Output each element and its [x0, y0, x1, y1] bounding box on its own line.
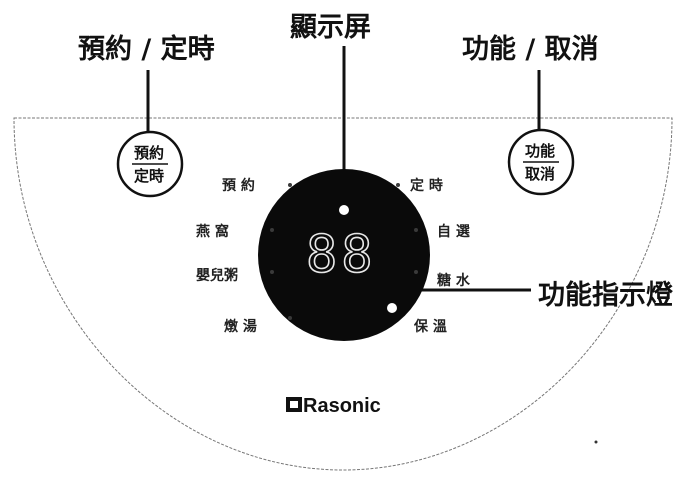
- display-digits: 88: [306, 225, 377, 285]
- indicator-dot-sweet-soup: [414, 270, 418, 274]
- callout-display-screen: 顯示屏: [290, 12, 371, 43]
- indicator-dot-stew-soup: [288, 316, 292, 320]
- indicator-dot-custom: [414, 228, 418, 232]
- mode-label-sweet-soup: 糖 水: [437, 272, 471, 289]
- indicator-dot-timer: [396, 183, 400, 187]
- indicator-lights: [270, 183, 418, 320]
- display-pointer-dot: [339, 205, 349, 215]
- display-circle: [258, 169, 430, 341]
- indicator-pointer-dot: [387, 303, 397, 313]
- brand-name: Rasonic: [303, 395, 381, 417]
- function-cancel-button-line2: 取消: [525, 165, 555, 183]
- reserve-timer-button-line1: 預約: [134, 144, 164, 162]
- mode-label-reserve: 預 約: [222, 177, 255, 194]
- indicator-dot-birds-nest: [270, 228, 274, 232]
- callout-function-cancel: 功能 / 取消: [462, 33, 599, 65]
- callout-reserve-timer: 預約 / 定時: [78, 33, 215, 65]
- function-cancel-button-line1: 功能: [525, 142, 555, 160]
- mode-label-baby-congee: 嬰兒粥: [196, 267, 238, 284]
- indicator-dot-baby-congee: [270, 270, 274, 274]
- mode-label-custom: 自 選: [437, 223, 470, 240]
- mode-label-timer: 定 時: [410, 177, 443, 194]
- reserve-timer-button[interactable]: 預約 定時: [116, 130, 184, 198]
- indicator-dot-reserve: [288, 183, 292, 187]
- mode-label-keep-warm: 保 溫: [413, 318, 447, 335]
- function-cancel-button[interactable]: 功能 取消: [507, 128, 575, 196]
- reserve-timer-button-line2: 定時: [134, 167, 164, 185]
- speck: [594, 440, 598, 444]
- mode-label-birds-nest: 燕 窩: [196, 223, 229, 240]
- callout-function-indicator: 功能指示燈: [538, 279, 673, 311]
- mode-label-stew-soup: 燉 湯: [224, 318, 257, 335]
- rasonic-logo: Rasonic: [286, 395, 381, 417]
